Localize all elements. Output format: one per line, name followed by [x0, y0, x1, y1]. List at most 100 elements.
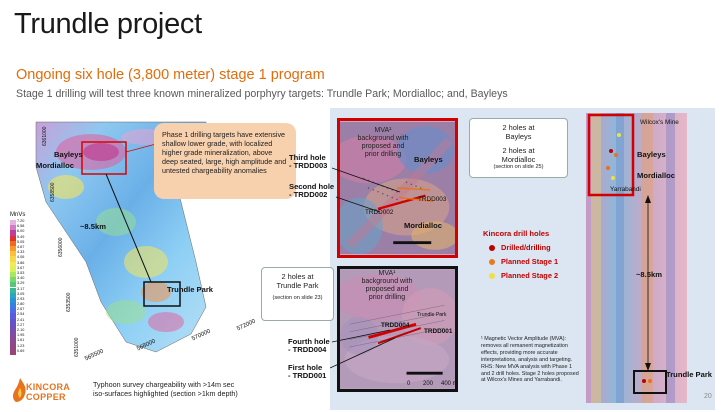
colorbar-swatch	[10, 349, 16, 355]
colorbar-swatch	[10, 344, 16, 350]
drilling-targets-callout: Phase 1 drilling targets have extensive …	[154, 123, 296, 199]
map-caption: Typhoon survey chargeability with >14m s…	[93, 380, 238, 398]
colorbar-tick-label: 4.06	[17, 255, 25, 260]
legend-label: Planned Stage 2	[501, 271, 559, 280]
legend-title: Kincora drill holes	[483, 229, 550, 238]
right-label-trundle-park: Trundle Park	[666, 370, 712, 379]
colorbar-swatch	[10, 334, 16, 340]
mva-footnote: ¹ Magnetic Vector Amplitude (MVA): remov…	[481, 336, 579, 384]
y-tick-label: 6361000	[42, 126, 48, 146]
map-label-trdd004: TRDD004	[381, 322, 410, 329]
colorbar-tick-label: 7.20	[17, 219, 25, 223]
colorbar-tick-label: 4.67	[17, 244, 25, 249]
page-number: 20	[704, 393, 712, 400]
colorbar-tick-label: 3.17	[17, 286, 25, 291]
mva-regional-map	[586, 113, 687, 403]
callout-text: Phase 1 drilling targets have extensive …	[162, 130, 287, 175]
map-label-trundle-park: Trundle Park	[417, 312, 447, 318]
note-trundle: 2 holes at Trundle Park (section on slid…	[261, 267, 334, 321]
y-tick-label: 6358500	[50, 182, 56, 202]
colorbar-swatch	[10, 323, 16, 330]
colorbar-swatch	[10, 339, 16, 345]
colorbar-tick-label: 4.33	[17, 250, 25, 255]
legend-item: Planned Stage 2	[489, 271, 583, 280]
colorbar-swatch	[10, 245, 16, 252]
left-label-bayleys: Bayleys	[54, 150, 83, 159]
colorbar-swatch	[10, 292, 16, 298]
colorbar-swatch	[10, 329, 16, 335]
hole-pointer-lines-top	[331, 167, 401, 213]
note-mordialloc: 2 holes at Mordialloc	[501, 145, 536, 164]
mva-map-top-image	[340, 121, 455, 255]
regional-map-image	[586, 113, 687, 403]
colorbar-tick-label: 3.53	[17, 270, 25, 275]
map-label-bayleys: Bayleys	[414, 155, 443, 164]
legend-label: Planned Stage 1	[501, 257, 559, 266]
colorbar-tick-label: 3.67	[17, 265, 25, 270]
map-label-trdd003: TRDD003	[418, 196, 447, 203]
colorbar-tick-label: 2.10	[17, 328, 25, 333]
mva-map-bottom-image	[340, 269, 455, 389]
colorbar-swatch	[10, 225, 16, 231]
colorbar-tick-label: 2.67	[17, 307, 25, 312]
right-label-yarrabandi: Yarrabandi	[610, 186, 641, 193]
right-label-wilcox: Wilcox's Mine	[640, 119, 679, 126]
colorbar-tick-label: 1.61	[17, 338, 25, 343]
colorbar-tick-label: 2.54	[17, 312, 25, 317]
colorbar-tick-label: 0.69	[17, 348, 25, 353]
logo-line1: KINCORA	[26, 382, 71, 392]
map-label-mordialloc: Mordialloc	[404, 221, 442, 230]
colorbar-swatch	[10, 277, 16, 283]
flame-icon	[12, 378, 26, 402]
right-label-bayleys: Bayleys	[637, 150, 666, 159]
colorbar-tick-label: 1.23	[17, 343, 25, 348]
legend-label: Drilled/drilling	[501, 243, 551, 252]
mva-label-bottom: MVA¹ background with proposed and prior …	[361, 270, 413, 302]
hole-pointer-lines-bottom	[329, 329, 396, 369]
colorbar-swatch	[10, 297, 16, 304]
colorbar-swatch	[10, 303, 16, 309]
fourth-hole-label: Fourth hole - TRDD004	[288, 337, 330, 354]
y-tick-label: 6356000	[58, 237, 64, 257]
logo-line2: COPPER	[26, 392, 66, 402]
page-subtitle: Ongoing six hole (3,800 meter) stage 1 p…	[16, 67, 325, 83]
note-bayleys: 2 holes at Bayleys	[502, 123, 535, 142]
colorbar-tick-label: 2.41	[17, 317, 25, 322]
note-trundle-text: 2 holes at Trundle Park	[276, 272, 319, 291]
second-hole-label: Second hole - TRDD002	[289, 182, 335, 199]
colorbar-swatch	[10, 251, 16, 257]
page-title: Trundle project	[14, 8, 202, 40]
left-label-trundle-park: Trundle Park	[167, 285, 213, 294]
map-label-trdd002: TRDD002	[365, 209, 394, 216]
colorbar-swatch	[10, 261, 16, 267]
colorbar-swatch	[10, 318, 16, 324]
colorbar-swatch	[10, 282, 16, 288]
colorbar-tick-label: 5.05	[17, 239, 25, 244]
colorbar-swatch	[10, 287, 16, 293]
mva-label-top: MVA¹ background with proposed and prior …	[357, 127, 409, 159]
first-hole-label: First hole - TRDD001	[288, 363, 327, 380]
legend-item: Planned Stage 1	[489, 257, 583, 266]
map-label-trdd001: TRDD001	[424, 328, 453, 335]
colorbar-swatch	[10, 271, 16, 278]
y-tick-label: 6353500	[66, 292, 72, 312]
right-label-distance: ~8.5km	[636, 270, 662, 279]
colorbar-tick-label: 2.93	[17, 296, 25, 301]
colorbar-tick-label: 6.00	[17, 229, 25, 234]
scale-tick-0: 0	[407, 381, 411, 387]
scale-tick-400: 400 m	[441, 381, 458, 387]
colorbar-tick-label: 3.05	[17, 291, 25, 296]
colorbar-swatch	[10, 313, 16, 319]
note-mordialloc-ref: (section on slide 25)	[493, 164, 544, 170]
colorbar-title: MnVs	[10, 212, 26, 218]
legend-dot-icon	[489, 272, 495, 279]
colorbar-tick-label: 6.58	[17, 224, 25, 229]
colorbar-tick-label: 3.29	[17, 281, 25, 286]
left-label-mordialloc: Mordialloc	[36, 161, 74, 170]
mva-map-bayleys-mordialloc	[337, 118, 458, 258]
legend-dot-icon	[489, 244, 495, 251]
colorbar-tick-label: 3.86	[17, 260, 25, 265]
